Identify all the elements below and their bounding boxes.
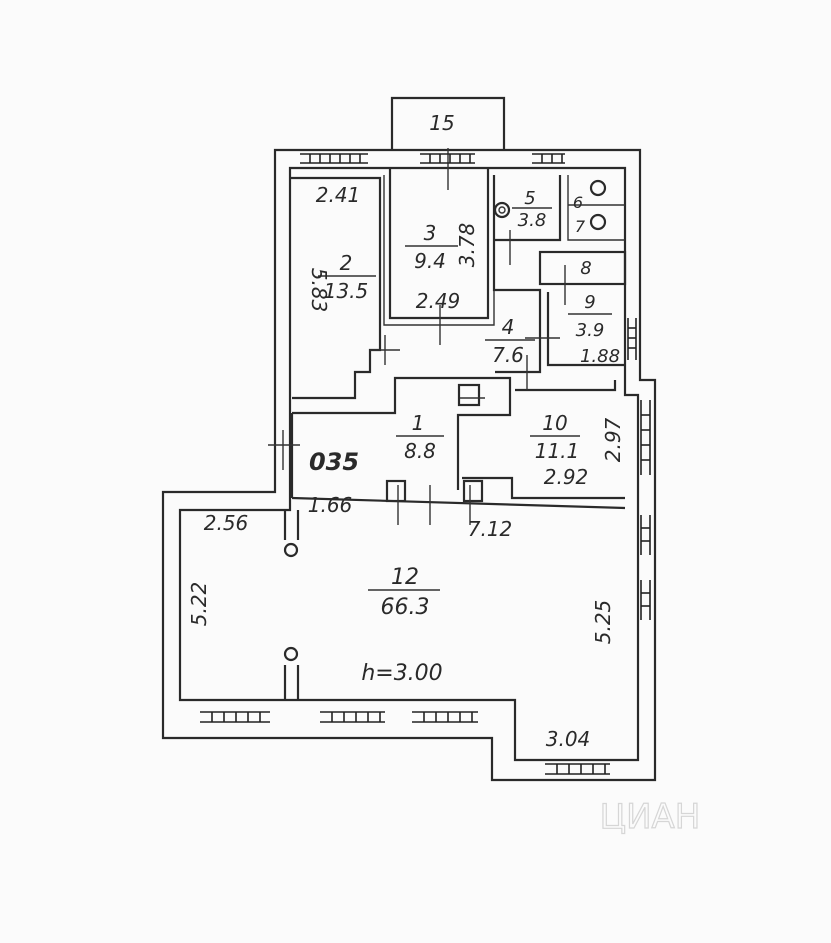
- toilet-icon: [589, 179, 607, 197]
- room-1-area: 8.8: [404, 439, 436, 463]
- dim-hall-bay-width: 3.04: [546, 727, 591, 751]
- plan-code-label: 035: [309, 448, 359, 476]
- room-labels: 15 2 13.5 3 9.4 5 3.8 6 7 8 9 3.9 4 7.6 …: [318, 111, 612, 620]
- window-bottom-1: [200, 711, 270, 723]
- room-1-number: 1: [412, 411, 425, 435]
- room-10-area: 11.1: [535, 439, 580, 463]
- watermark-text: ЦИАН: [600, 797, 701, 837]
- room-6-number: 6: [573, 193, 583, 212]
- dim-room10-width: 2.92: [544, 465, 589, 489]
- room-2-area: 13.5: [324, 279, 369, 303]
- dim-hall-right-length: 5.25: [591, 600, 615, 645]
- window-top-room3: [420, 153, 475, 164]
- outer-walls: [161, 148, 657, 782]
- room-4-number: 4: [502, 315, 515, 339]
- window-right-room10: [640, 400, 651, 475]
- sink-icon: [493, 201, 511, 219]
- room-10-number: 10: [542, 411, 567, 435]
- dim-room10-length: 2.97: [601, 417, 625, 462]
- dim-hall-alcove-width: 2.56: [204, 511, 249, 535]
- ceiling-height-note: h=3.00: [361, 661, 442, 686]
- interior-walls: [283, 168, 627, 700]
- windows: [200, 153, 651, 775]
- dimension-labels: 2.41 5.83 3.78 2.49 1.88 2.97 2.92 1.66 …: [187, 183, 625, 751]
- dim-room9-width: 1.88: [580, 346, 620, 367]
- door-marks: [268, 148, 566, 525]
- window-bottom-2: [320, 711, 385, 723]
- room-5-area: 3.8: [518, 210, 547, 231]
- room-7-number: 7: [575, 217, 586, 236]
- room-12-area: 66.3: [381, 595, 430, 620]
- dim-hall-left-length: 5.22: [187, 582, 211, 627]
- sink-drain-icon: [498, 206, 506, 214]
- dim-corridor-width: 1.66: [308, 493, 353, 517]
- room-9-number: 9: [584, 292, 595, 313]
- window-right-room12b: [640, 580, 651, 620]
- window-top-room2: [300, 153, 368, 164]
- room-12-number: 12: [391, 565, 419, 590]
- room-15-number: 15: [429, 111, 454, 135]
- window-right-room12a: [640, 515, 651, 555]
- dim-room3-width: 2.49: [416, 289, 461, 313]
- window-bottom-3: [412, 711, 478, 723]
- window-right-room9: [627, 318, 637, 360]
- dim-corridor-length: 7.12: [468, 517, 513, 541]
- room-8-number: 8: [580, 258, 591, 279]
- column-circle: [283, 542, 299, 558]
- balcony-outline: [390, 96, 506, 150]
- window-bottom-4: [545, 763, 610, 775]
- toilet-icon: [589, 213, 607, 231]
- window-top-wc: [532, 153, 565, 164]
- dim-room2-length: 5.83: [307, 268, 331, 313]
- room-9-area: 3.9: [576, 320, 605, 341]
- column-circle: [283, 646, 299, 662]
- room-2-number: 2: [340, 251, 353, 275]
- dim-room3-length: 3.78: [455, 223, 479, 268]
- room-4-area: 7.6: [492, 343, 524, 367]
- dim-room2-width: 2.41: [316, 183, 361, 207]
- room-5-number: 5: [524, 188, 535, 209]
- ducts: [385, 383, 484, 503]
- room-3-number: 3: [424, 221, 437, 245]
- room-3-area: 9.4: [414, 249, 446, 273]
